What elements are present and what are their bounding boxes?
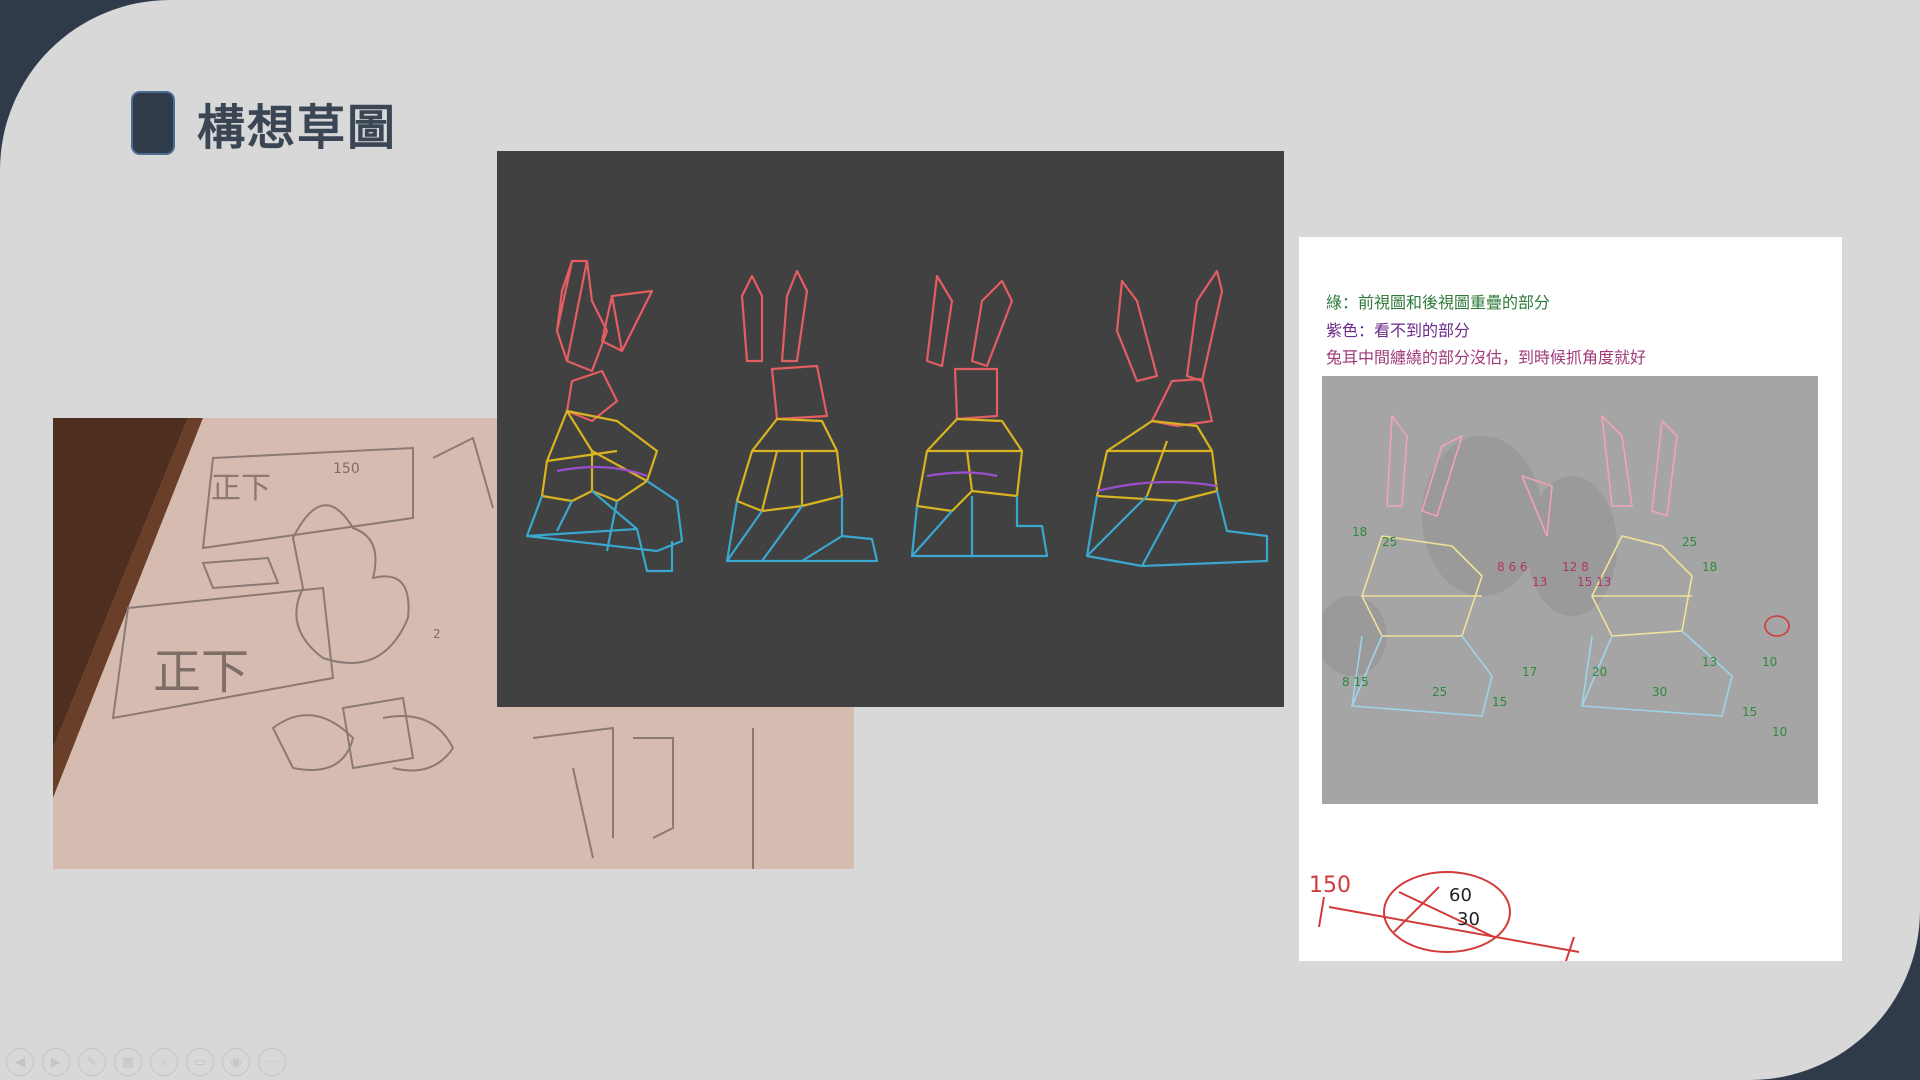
rabbit-wireframe-1 — [525, 259, 684, 573]
prev-icon[interactable]: ◀ — [6, 1048, 34, 1076]
wireframe-render — [497, 151, 1284, 707]
annotation-30: 30 — [1457, 909, 1480, 930]
note-ear-estimation: 兔耳中間纏繞的部分沒估，到時候抓角度就好 — [1326, 348, 1647, 367]
photo-label-1: 正下 — [211, 471, 271, 506]
svg-text:13: 13 — [1532, 575, 1547, 589]
svg-text:25: 25 — [1682, 535, 1697, 549]
annotation-60: 60 — [1449, 885, 1472, 906]
svg-text:25: 25 — [1382, 535, 1397, 549]
zoom-icon[interactable]: ⌕ — [150, 1048, 178, 1076]
slide-title: 構想草圖 — [197, 100, 398, 156]
svg-text:8 6 6: 8 6 6 — [1497, 560, 1528, 574]
photo-number-150: 150 — [333, 461, 360, 477]
presentation-controls: ◀ ▶ ✎ ▦ ⌕ ▭ ◉ ⋯ — [6, 1048, 286, 1076]
rabbit-wireframe-4 — [1085, 269, 1269, 568]
note-purple-hidden: 紫色：看不到的部分 — [1326, 321, 1471, 340]
note-green-overlap: 綠：前視圖和後視圖重疊的部分 — [1326, 293, 1551, 312]
pen-icon[interactable]: ✎ — [78, 1048, 106, 1076]
measurement-annotation: 150 60 30 — [1299, 767, 1842, 968]
svg-text:18: 18 — [1702, 560, 1717, 574]
svg-text:15: 15 — [1742, 705, 1757, 719]
slides-icon[interactable]: ▦ — [114, 1048, 142, 1076]
svg-text:30: 30 — [1652, 685, 1667, 699]
photo-number-2: 2 — [433, 627, 441, 641]
video-icon[interactable]: ◉ — [222, 1048, 250, 1076]
svg-text:17: 17 — [1522, 665, 1537, 679]
annotated-sketch-document: 綠：前視圖和後視圖重疊的部分 紫色：看不到的部分 兔耳中間纏繞的部分沒估，到時候… — [1299, 237, 1842, 968]
svg-text:10: 10 — [1772, 725, 1787, 739]
title-marker — [133, 93, 173, 153]
svg-text:18: 18 — [1352, 525, 1367, 539]
subtitles-icon[interactable]: ▭ — [186, 1048, 214, 1076]
svg-text:20: 20 — [1592, 665, 1607, 679]
more-icon[interactable]: ⋯ — [258, 1048, 286, 1076]
annotation-150: 150 — [1309, 873, 1351, 898]
slide-title-area: 構想草圖 — [133, 88, 397, 158]
svg-text:25: 25 — [1432, 685, 1447, 699]
svg-text:15: 15 — [1492, 695, 1507, 709]
svg-text:13: 13 — [1702, 655, 1717, 669]
svg-text:15 13: 15 13 — [1577, 575, 1611, 589]
rabbit-wireframe-3 — [910, 274, 1049, 558]
photo-label-2: 正下 — [153, 644, 249, 700]
next-icon[interactable]: ▶ — [42, 1048, 70, 1076]
rabbit-wireframe-2 — [725, 269, 879, 563]
svg-text:10: 10 — [1762, 655, 1777, 669]
svg-text:8 15: 8 15 — [1342, 675, 1369, 689]
svg-text:12 8: 12 8 — [1562, 560, 1589, 574]
